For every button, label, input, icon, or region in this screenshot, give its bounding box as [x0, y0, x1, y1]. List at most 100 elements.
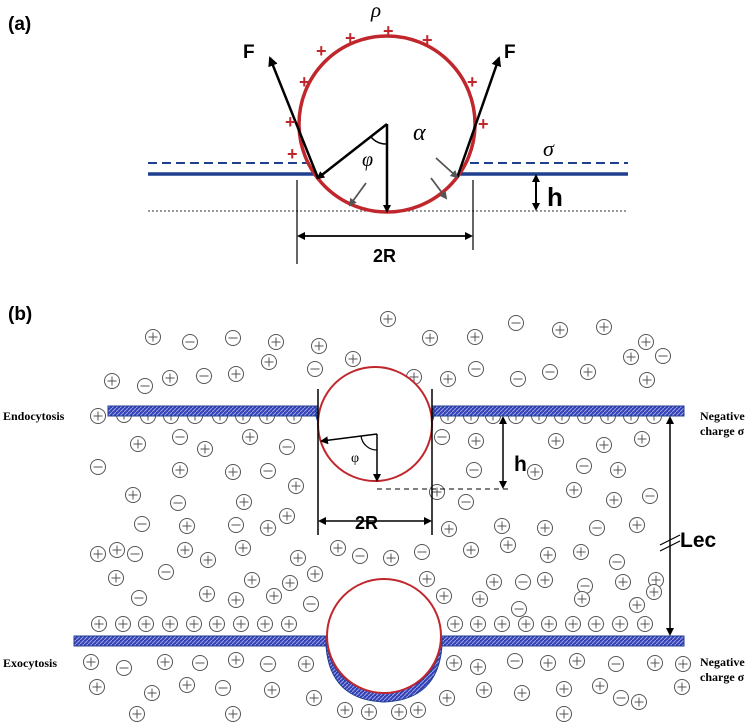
negative-ion	[90, 459, 106, 475]
positive-ion	[467, 329, 483, 345]
negative-ion	[434, 429, 450, 445]
endocytic-vesicle	[317, 366, 433, 482]
plus-sign: +	[299, 72, 310, 92]
plus-sign: +	[287, 144, 298, 164]
negative-ion	[576, 458, 592, 474]
positive-ion	[629, 517, 645, 533]
positive-ion	[537, 572, 553, 588]
positive-ion	[596, 319, 612, 335]
sigma-label: σ	[543, 136, 555, 161]
positive-ion	[606, 492, 622, 508]
positive-ion	[306, 690, 322, 706]
negative-ion	[468, 361, 484, 377]
positive-ion	[422, 330, 438, 346]
positive-ion	[109, 542, 125, 558]
positive-ion	[540, 547, 556, 563]
diameter-label: 2R	[373, 246, 396, 266]
negative-ion	[608, 656, 624, 672]
diameter-label-b: 2R	[355, 513, 378, 533]
positive-ion	[648, 572, 664, 588]
positive-ion	[244, 572, 260, 588]
positive-ion	[514, 685, 530, 701]
negative-ion	[609, 554, 625, 570]
negative-ion	[352, 548, 368, 564]
positive-ion	[634, 431, 650, 447]
panel-a-label: (a)	[8, 14, 31, 35]
positive-ion	[629, 597, 645, 613]
positive-ion	[337, 702, 353, 718]
force-label-left: F	[243, 42, 255, 63]
positive-ion	[470, 616, 486, 632]
lec-break-mark	[659, 540, 681, 552]
negative-ion	[158, 564, 174, 580]
plus-sign: +	[285, 112, 296, 132]
positive-ion	[623, 349, 639, 365]
alpha-label: α	[413, 120, 426, 146]
positive-ion	[391, 704, 407, 720]
negative-ion	[515, 574, 531, 590]
positive-ion	[574, 591, 590, 607]
positive-ion	[441, 521, 457, 537]
negative-ion	[137, 378, 153, 394]
negative-ion	[511, 601, 527, 617]
positive-ion	[115, 616, 131, 632]
negative-ion	[508, 315, 524, 331]
negative-ion	[414, 544, 430, 560]
positive-ion	[90, 546, 106, 562]
positive-ion	[631, 694, 647, 710]
positive-ion	[290, 550, 306, 566]
positive-ion	[674, 679, 690, 695]
positive-ion	[638, 334, 654, 350]
positive-ion	[89, 679, 105, 695]
positive-ion	[83, 654, 99, 670]
positive-ion	[419, 571, 435, 587]
positive-ion	[130, 436, 146, 452]
negative-ion	[466, 462, 482, 478]
positive-ion	[596, 437, 612, 453]
negative-ion	[542, 364, 558, 380]
positive-ion	[225, 706, 241, 722]
membrane-top-right	[431, 405, 685, 417]
radius-line-b	[320, 433, 378, 445]
positive-ion	[472, 591, 488, 607]
force-arrow-right	[455, 56, 502, 179]
positive-ion	[556, 706, 572, 722]
positive-ion	[463, 542, 479, 558]
positive-ion	[225, 464, 241, 480]
phi-angle-arc-b	[360, 435, 378, 451]
negative-ion	[215, 680, 231, 696]
h-label-b: h	[514, 453, 527, 476]
positive-ion	[447, 616, 463, 632]
positive-ion	[486, 574, 502, 590]
negative-charge-bottom-line2: charge σ	[700, 670, 745, 684]
positive-ion	[436, 588, 452, 604]
force-label-right: F	[504, 42, 516, 63]
membrane-bottom-left	[73, 635, 329, 647]
positive-ion	[162, 370, 178, 386]
positive-ion	[108, 570, 124, 586]
positive-ion	[580, 364, 596, 380]
pressure-arrow	[348, 182, 367, 207]
positive-ion	[157, 654, 173, 670]
positive-ion	[345, 351, 361, 367]
positive-ion	[637, 616, 653, 632]
positive-ion	[177, 542, 193, 558]
positive-ion	[311, 338, 327, 354]
negative-ion	[127, 546, 143, 562]
phi-angle-arc	[370, 136, 388, 145]
positive-ion	[233, 616, 249, 632]
positive-ion	[145, 329, 161, 345]
positive-ion	[556, 681, 572, 697]
negative-ion	[225, 330, 241, 346]
positive-ion	[494, 616, 510, 632]
negative-ion	[279, 439, 295, 455]
plus-sign: +	[383, 21, 394, 41]
positive-ion	[162, 616, 178, 632]
negative-ion	[260, 463, 276, 479]
rho-label: ρ	[370, 0, 381, 22]
positive-ion	[288, 478, 304, 494]
positive-ion	[540, 655, 556, 671]
plus-sign: +	[316, 41, 327, 61]
positive-ion	[104, 373, 120, 389]
positive-ion	[552, 322, 568, 338]
